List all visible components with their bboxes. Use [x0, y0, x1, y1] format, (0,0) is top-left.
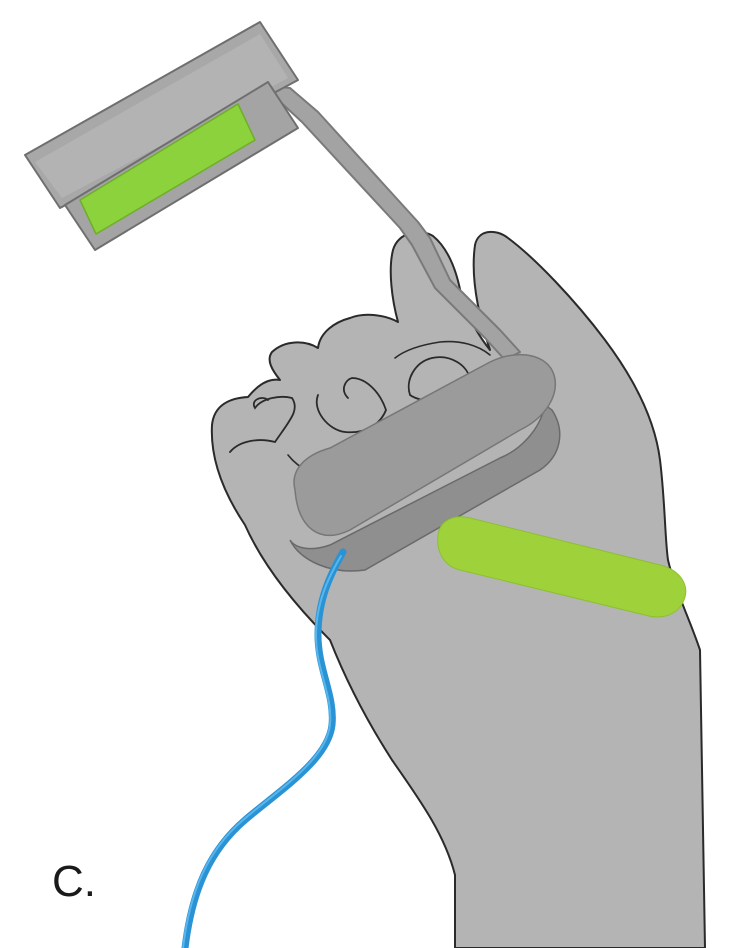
panel-label: C. [52, 860, 96, 904]
blue-cable-highlight [183, 556, 341, 948]
